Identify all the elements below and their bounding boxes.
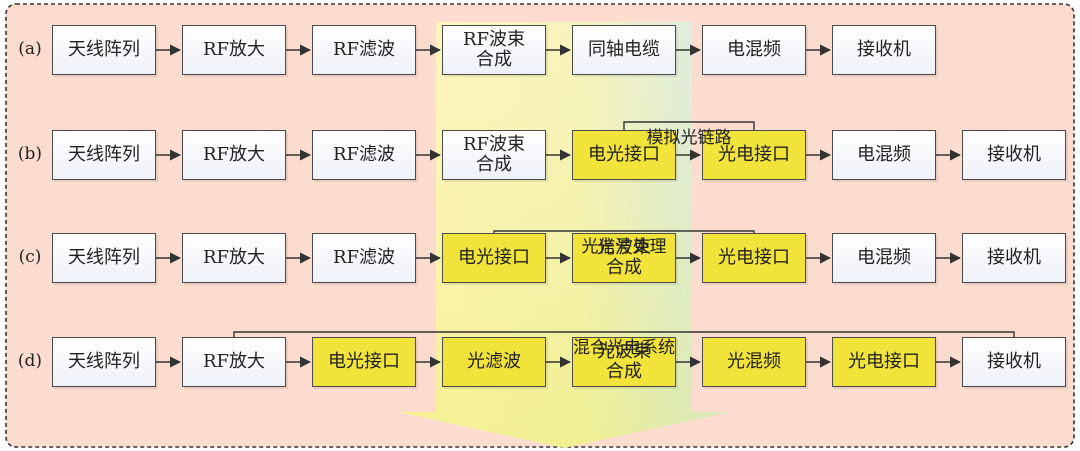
diagram-node: 光电接口 xyxy=(702,233,806,283)
diagram-node: RF滤波 xyxy=(312,233,416,283)
group-label: 模拟光链路 xyxy=(646,128,732,148)
diagram-node: 接收机 xyxy=(962,233,1066,283)
group-label: 光信号处理 xyxy=(581,237,667,257)
diagram-node: 天线阵列 xyxy=(52,130,156,180)
row-label: (d) xyxy=(17,351,43,371)
diagram-node: 电混频 xyxy=(832,233,936,283)
diagram-node: 电混频 xyxy=(832,130,936,180)
diagram-node: 光电接口 xyxy=(702,130,806,180)
diagram-node: RF滤波 xyxy=(312,130,416,180)
diagram-node: 光混频 xyxy=(702,337,806,387)
row-label: (b) xyxy=(17,144,43,164)
diagram-node: 电光接口 xyxy=(312,337,416,387)
diagram-node: RF放大 xyxy=(182,130,286,180)
diagram-node: 天线阵列 xyxy=(52,233,156,283)
diagram-node: 天线阵列 xyxy=(52,337,156,387)
diagram-node: RF放大 xyxy=(182,25,286,75)
diagram-node: 光波束 合成 xyxy=(572,337,676,387)
diagram-node: 电光接口 xyxy=(572,130,676,180)
diagram-node: 光电接口 xyxy=(832,337,936,387)
diagram-node: 光滤波 xyxy=(442,337,546,387)
diagram-node: 接收机 xyxy=(962,130,1066,180)
row-label: (a) xyxy=(18,39,42,59)
diagram-node: 天线阵列 xyxy=(52,25,156,75)
diagram-node: RF滤波 xyxy=(312,25,416,75)
group-label: 混合光电系统 xyxy=(573,338,675,358)
diagram-node: RF波束 合成 xyxy=(442,130,546,180)
diagram-node: 同轴电缆 xyxy=(572,25,676,75)
row-label: (c) xyxy=(18,247,42,267)
group-bracket xyxy=(493,230,755,233)
diagram-node: RF波束 合成 xyxy=(442,25,546,75)
diagram-node: RF放大 xyxy=(182,233,286,283)
group-bracket xyxy=(233,331,1015,337)
group-bracket xyxy=(623,121,755,130)
diagram-node: 接收机 xyxy=(962,337,1066,387)
diagram-node: 电光接口 xyxy=(442,233,546,283)
diagram-node: RF放大 xyxy=(182,337,286,387)
diagram-node: 电混频 xyxy=(702,25,806,75)
diagram-node: 光波束 合成 xyxy=(572,233,676,283)
diagram-node: 接收机 xyxy=(832,25,936,75)
